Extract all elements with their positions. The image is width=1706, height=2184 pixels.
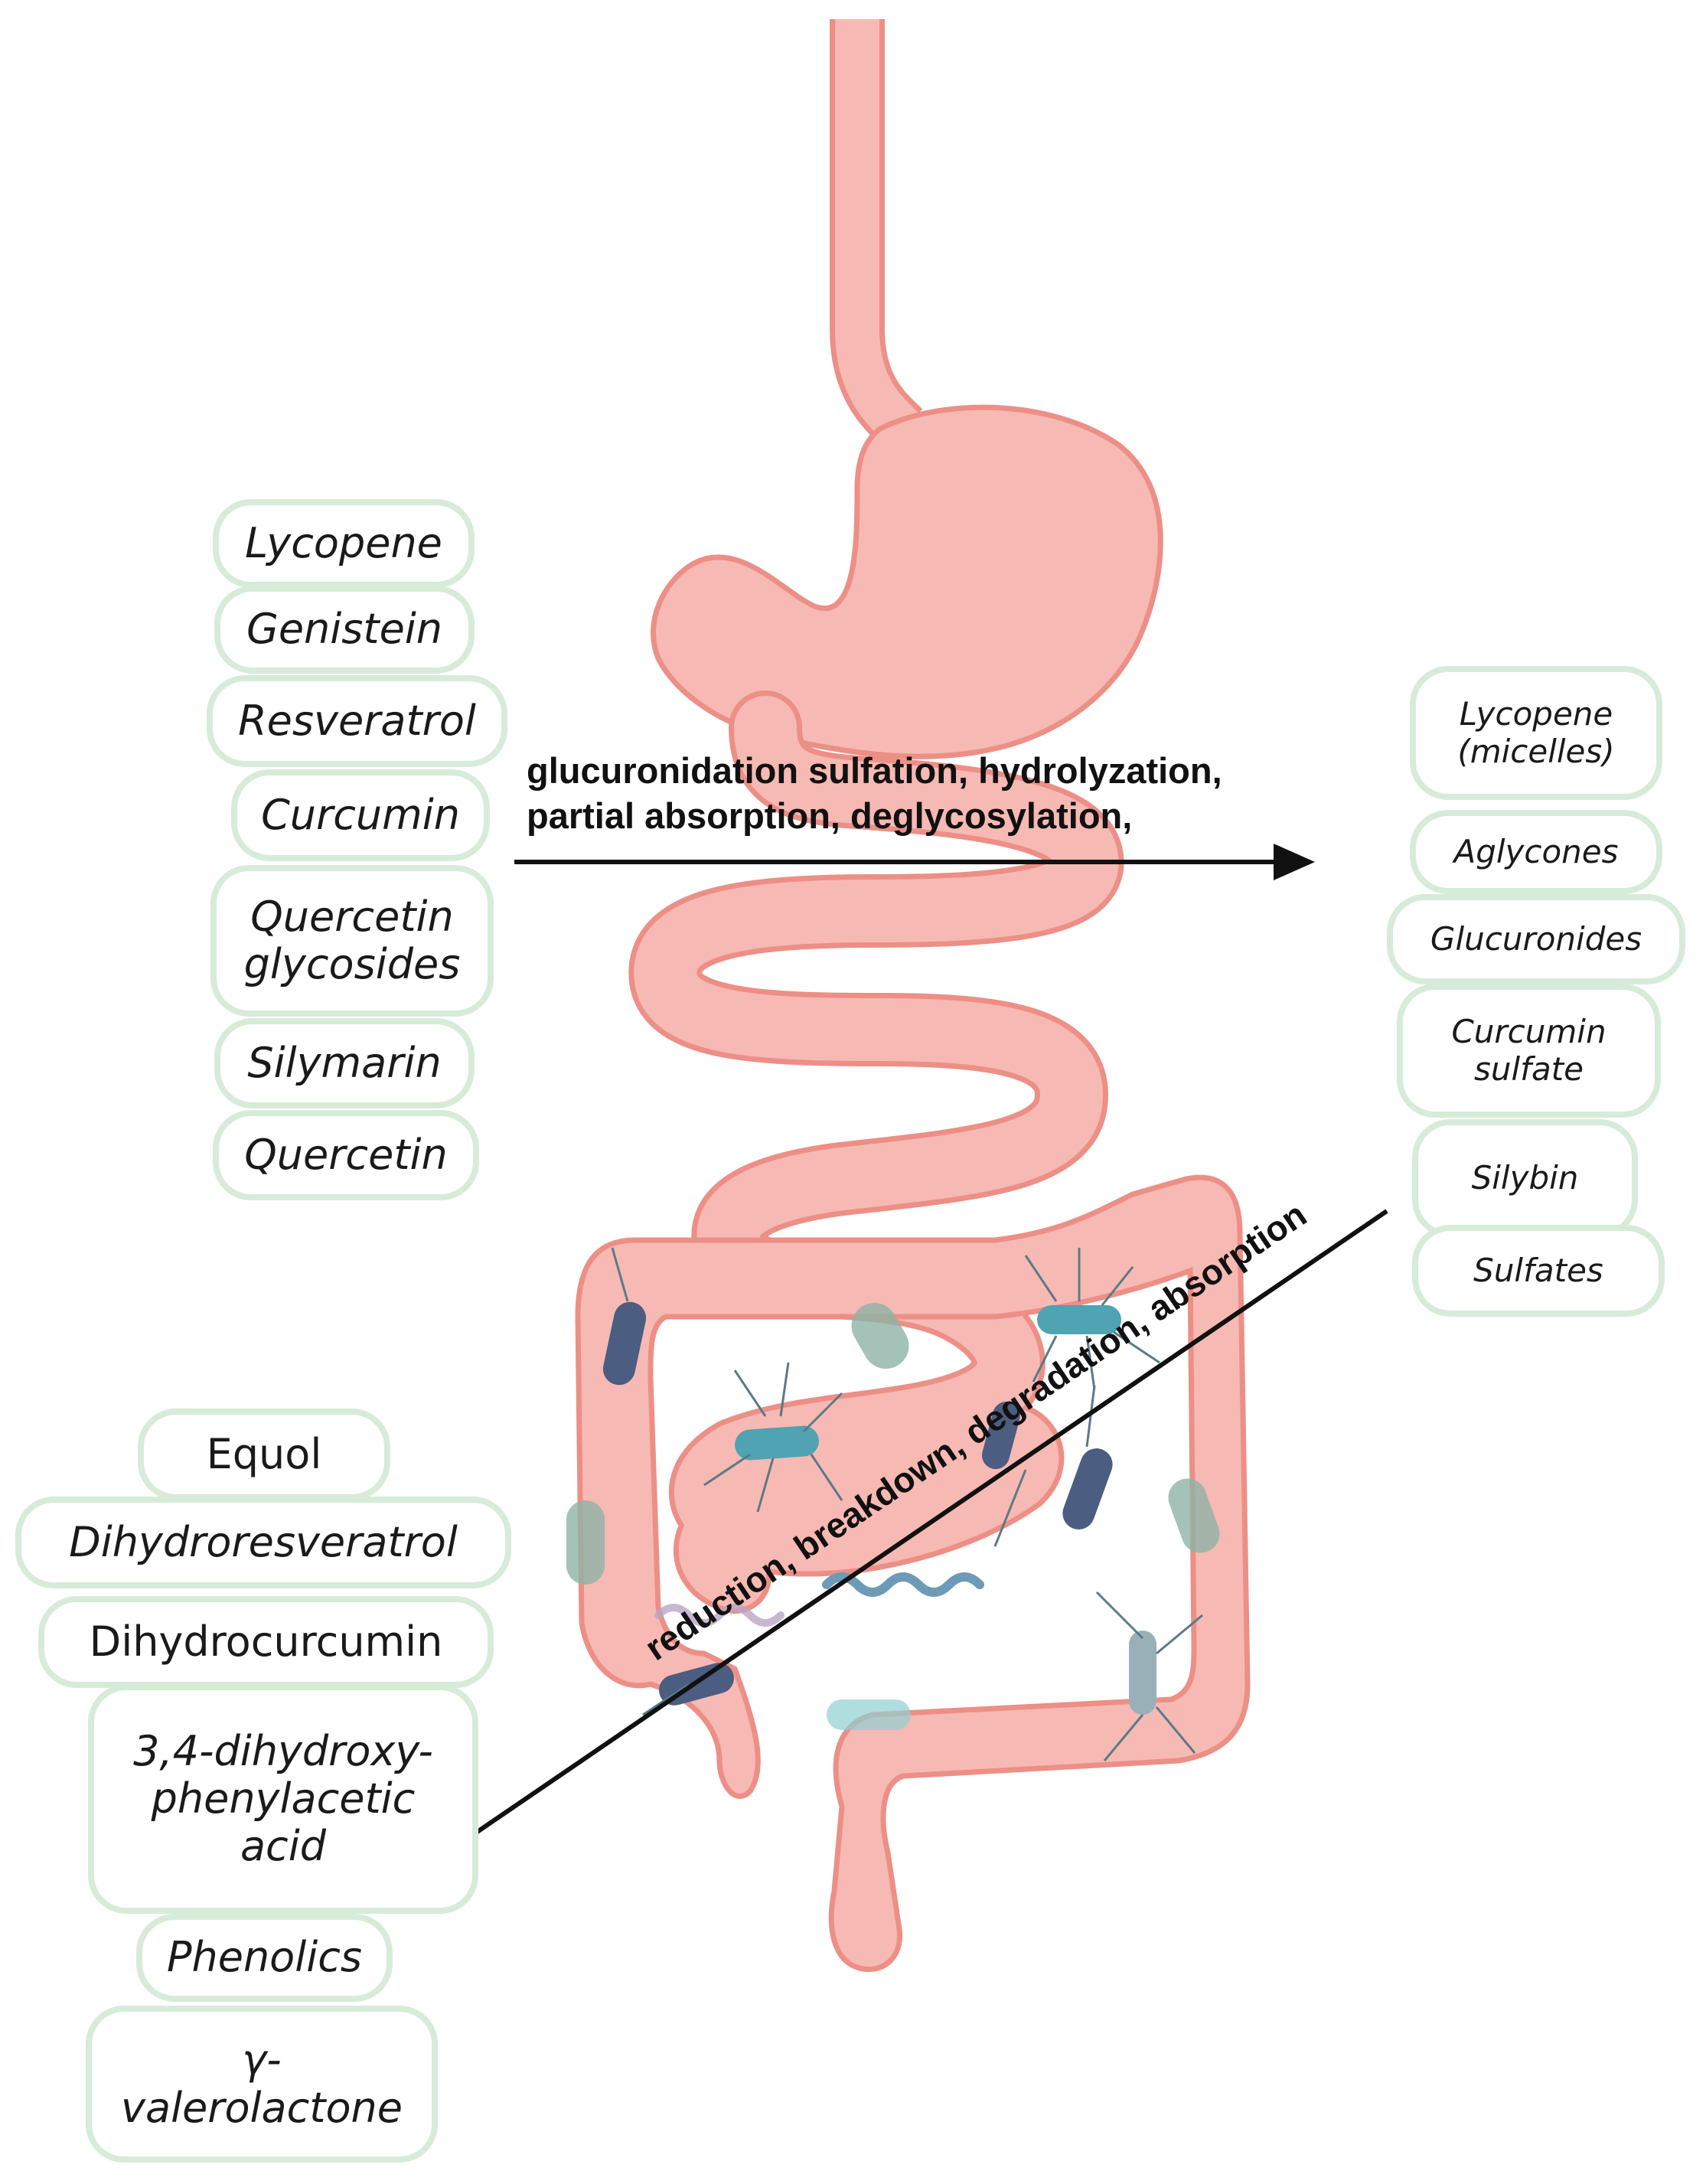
compound-box: Resveratrol [207, 675, 507, 767]
product-box: Curcumin sulfate [1397, 984, 1661, 1118]
gut-bacteria [566, 1247, 1220, 1761]
spirochete [822, 1572, 984, 1597]
product-box: Equol [138, 1409, 390, 1500]
bacterium-teal [827, 1699, 911, 1730]
compound-box: Quercetin glycosides [210, 865, 494, 1017]
bacterium-dark [602, 1301, 647, 1386]
bacterium-sage [1168, 1478, 1220, 1553]
product-box: Sulfates [1412, 1225, 1665, 1317]
product-box: Dihydroresveratrol [15, 1497, 511, 1588]
product-box: γ- valerolactone [86, 2006, 438, 2163]
bacterium-sage [851, 1303, 909, 1369]
product-box: Silybin [1412, 1119, 1638, 1238]
stomach [651, 404, 1163, 759]
upper-arrow-label-line2: partial absorption, deglycosylation, [527, 795, 1133, 836]
product-box: 3,4-dihydroxy- phenylacetic acid [88, 1684, 478, 1914]
compound-box: Curcumin [231, 769, 490, 861]
compound-box: Quercetin [213, 1110, 479, 1200]
bacterium-teal [1037, 1305, 1121, 1334]
spirochete [654, 1604, 784, 1627]
product-box: Lycopene (micelles) [1410, 666, 1662, 800]
product-box: Phenolics [136, 1914, 393, 2002]
flagella [611, 1247, 1203, 1761]
product-box: Glucuronides [1387, 894, 1685, 984]
compound-box: Silymarin [214, 1018, 475, 1108]
gi-tract [575, 19, 1251, 1973]
compound-box: Genistein [214, 586, 475, 674]
product-box: Dihydrocurcumin [38, 1596, 494, 1688]
bacterium-dark [982, 1401, 1020, 1470]
bacterium-dark [1062, 1448, 1113, 1529]
lower-arrow [409, 1209, 1388, 1879]
bacterium-sage [566, 1500, 605, 1585]
bacterium-teal [735, 1425, 819, 1461]
product-box: Aglycones [1410, 810, 1662, 894]
compound-box: Lycopene [213, 499, 475, 588]
upper-arrow-label-line1: glucuronidation sulfation, hydrolyzation… [527, 750, 1222, 791]
upper-arrow-label: glucuronidation sulfation, hydrolyzation… [527, 749, 1222, 839]
large-intestine [575, 1174, 1251, 1973]
bacterium-grey [1129, 1631, 1156, 1715]
